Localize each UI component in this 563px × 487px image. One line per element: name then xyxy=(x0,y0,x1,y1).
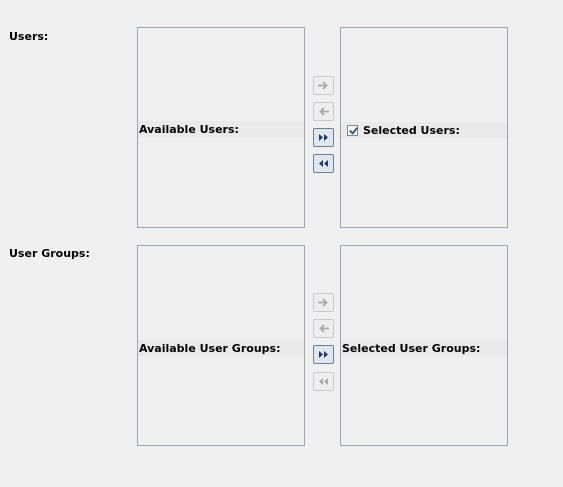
double-arrow-right-icon xyxy=(319,351,328,358)
arrow-left-icon xyxy=(319,107,329,116)
arrow-right-icon xyxy=(318,81,328,90)
users-label: Users: xyxy=(9,30,49,43)
available-user-groups-list[interactable]: Available User Groups: xyxy=(137,245,305,446)
select-all-users-checkbox[interactable] xyxy=(347,124,358,136)
move-all-users-right-button[interactable] xyxy=(313,128,334,147)
arrow-left-icon xyxy=(319,324,329,333)
move-all-users-left-button[interactable] xyxy=(313,154,334,173)
double-arrow-left-icon xyxy=(319,160,328,167)
double-arrow-right-icon xyxy=(319,134,328,141)
move-all-groups-left-button[interactable] xyxy=(313,372,334,391)
selected-users-header: Selected Users: xyxy=(341,122,507,138)
available-users-header: Available Users: xyxy=(138,121,304,137)
double-arrow-left-icon xyxy=(319,378,328,385)
available-user-groups-header: Available User Groups: xyxy=(138,340,304,356)
move-all-groups-right-button[interactable] xyxy=(313,345,334,364)
move-user-left-button[interactable] xyxy=(313,102,334,121)
selected-users-list[interactable]: Selected Users: xyxy=(340,27,508,228)
selected-user-groups-header: Selected User Groups: xyxy=(341,340,507,356)
move-group-right-button[interactable] xyxy=(313,293,334,312)
user-groups-label: User Groups: xyxy=(9,247,90,260)
move-group-left-button[interactable] xyxy=(313,319,334,338)
available-users-list[interactable]: Available Users: xyxy=(137,27,305,228)
arrow-right-icon xyxy=(318,298,328,307)
selected-user-groups-list[interactable]: Selected User Groups: xyxy=(340,245,508,446)
move-user-right-button[interactable] xyxy=(313,76,334,95)
